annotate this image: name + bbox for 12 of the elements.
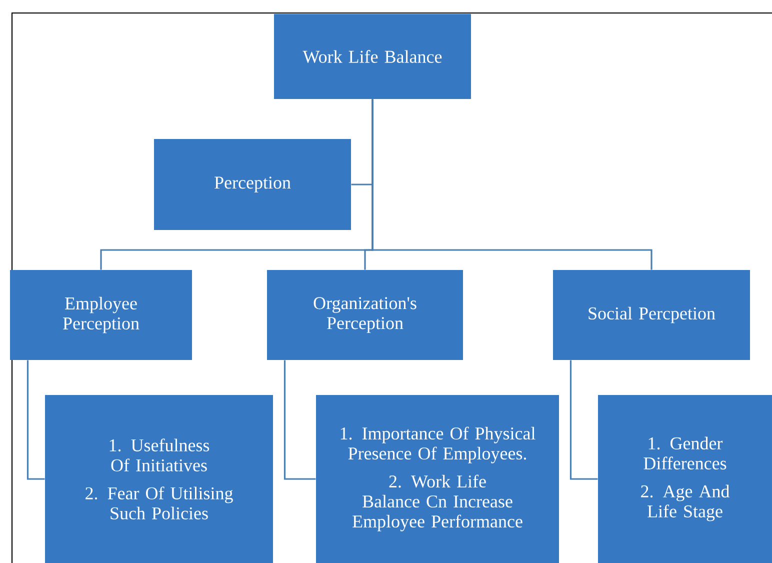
- assistant-box: Perception: [154, 139, 351, 230]
- category-box: Social Percpetion: [553, 270, 750, 360]
- detail-box: 1. Importance Of Physical Presence Of Employees. 2. Work Life Balance Cn Increase Employee Performance: [316, 395, 559, 563]
- root-box: Work Life Balance: [274, 14, 471, 99]
- connector-line: [372, 99, 652, 270]
- connector-line: [570, 360, 598, 480]
- detail-box: 1. Gender Differences 2. Age And Life Stage: [598, 395, 772, 563]
- category-box: Employee Perception: [10, 270, 192, 360]
- connector-line: [26, 360, 45, 480]
- detail-box: 1. Usefulness Of Initiatives 2. Fear Of Utilising Such Policies: [45, 395, 273, 563]
- connector-line: [284, 360, 316, 480]
- category-box: Organization's Perception: [267, 270, 463, 360]
